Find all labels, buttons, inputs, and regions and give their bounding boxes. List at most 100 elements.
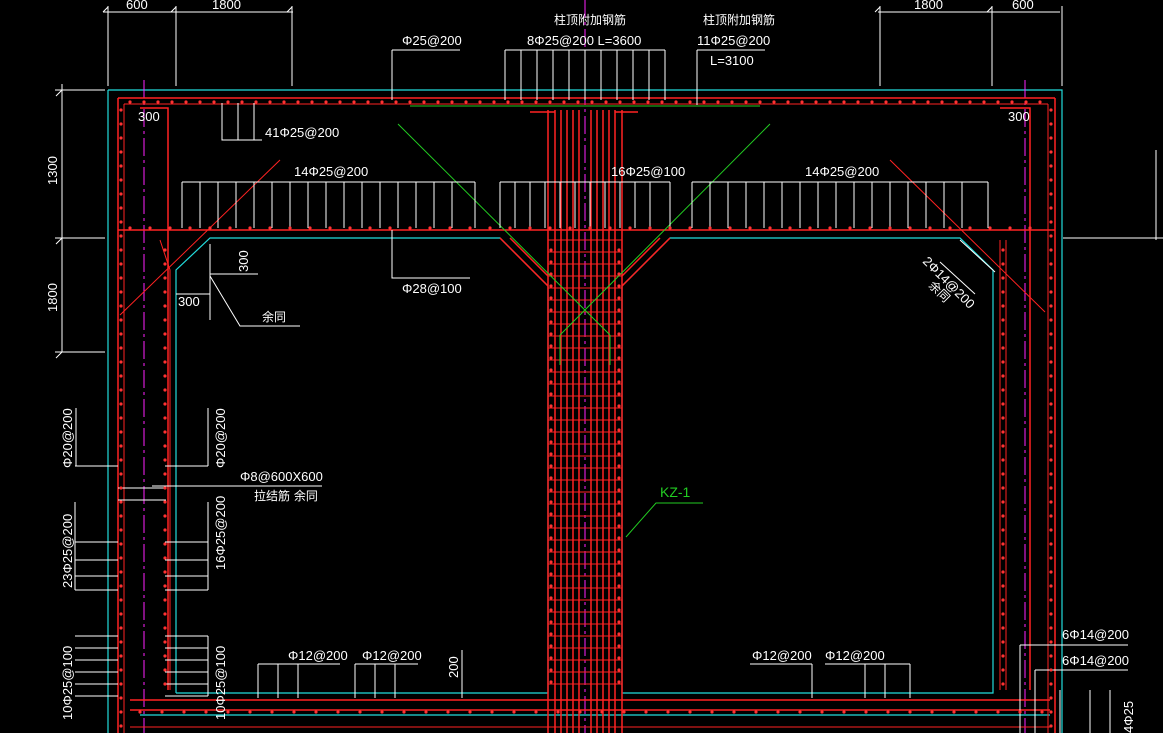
- rebar-dot: [617, 380, 621, 384]
- rebar-dot: [270, 710, 274, 714]
- rebar-dot: [732, 710, 736, 714]
- rebar-dot: [163, 654, 167, 658]
- rebar-dot: [617, 308, 621, 312]
- rebar-dot: [464, 100, 468, 104]
- rebar-dot: [119, 108, 123, 112]
- rebar-dot: [1001, 346, 1005, 350]
- rebar-dot: [748, 226, 752, 230]
- rebar-dot: [549, 332, 553, 336]
- rebar-dot: [1049, 360, 1053, 364]
- rebar-dot: [617, 572, 621, 576]
- rebar-dot: [119, 626, 123, 630]
- rebar-dot: [996, 710, 1000, 714]
- rebar-dot: [119, 654, 123, 658]
- note-right-edge: 4Φ25: [1121, 701, 1136, 733]
- dim-slab-200: 200: [446, 656, 461, 678]
- rebar-dot: [119, 416, 123, 420]
- rebar-dot: [908, 710, 912, 714]
- note-top-41: 41Φ25@200: [265, 125, 339, 140]
- rebar-dot: [163, 668, 167, 672]
- rebar-dot: [702, 100, 706, 104]
- rebar-dot: [549, 644, 553, 648]
- rebar-dot: [119, 458, 123, 462]
- rebar-dot: [226, 710, 230, 714]
- rebar-dot: [952, 710, 956, 714]
- rebar-dot: [119, 178, 123, 182]
- rebar-dot: [310, 100, 314, 104]
- rebar-dot: [1001, 444, 1005, 448]
- note-diag-label: 2Φ14@200: [920, 254, 978, 312]
- rebar-dot: [728, 226, 732, 230]
- rebar-dot: [1049, 458, 1053, 462]
- column-tag-kz-1[interactable]: KZ-1: [660, 484, 691, 500]
- rebar-dot: [119, 304, 123, 308]
- rebar-dot: [168, 226, 172, 230]
- rebar-dot: [1049, 248, 1053, 252]
- rebar-dot: [814, 100, 818, 104]
- rebar-dot: [160, 710, 164, 714]
- rebar-dot: [1001, 304, 1005, 308]
- rebar-dot: [617, 452, 621, 456]
- rebar-dot: [163, 626, 167, 630]
- rebar-dot: [648, 226, 652, 230]
- rebar-dot: [666, 710, 670, 714]
- rebar-dot: [660, 100, 664, 104]
- rebar-dot: [1049, 318, 1053, 322]
- rebar-dot: [163, 598, 167, 602]
- note-top-right-b: L=3100: [710, 53, 754, 68]
- rebar-dot: [138, 710, 142, 714]
- rebar-dot: [549, 584, 553, 588]
- note-mid-center: 16Φ25@100: [611, 164, 685, 179]
- rebar-dot: [617, 356, 621, 360]
- rebar-dot: [119, 430, 123, 434]
- rebar-dot: [1049, 332, 1053, 336]
- rebar-dot: [604, 100, 608, 104]
- rebar-dot: [549, 512, 553, 516]
- rebar-dot: [1001, 430, 1005, 434]
- rebar-dot: [492, 100, 496, 104]
- rebar-dot: [549, 656, 553, 660]
- rebar-dot: [163, 290, 167, 294]
- rebar-dot: [1001, 528, 1005, 532]
- rebar-dot: [468, 226, 472, 230]
- rebar-dot: [908, 226, 912, 230]
- rebar-dot: [808, 226, 812, 230]
- rebar-dot: [1049, 528, 1053, 532]
- rebar-dot: [163, 570, 167, 574]
- rebar-dot: [1049, 276, 1053, 280]
- rebar-dot: [549, 488, 553, 492]
- rebar-dot: [338, 100, 342, 104]
- rebar-dot: [520, 100, 524, 104]
- note-col-top-add-bar-1: 柱顶附加钢筋: [554, 12, 626, 27]
- dim-left-1300: 1300: [45, 156, 60, 185]
- rebar-dot: [119, 318, 123, 322]
- rebar-dot: [268, 100, 272, 104]
- rebar-dot: [549, 356, 553, 360]
- rebar-dot: [188, 226, 192, 230]
- rebar-dot: [1001, 360, 1005, 364]
- rebar-dot: [1040, 710, 1044, 714]
- rebar-dot: [912, 100, 916, 104]
- rebar-dot: [828, 100, 832, 104]
- note-mid-right: 14Φ25@200: [805, 164, 879, 179]
- rebar-dot: [119, 444, 123, 448]
- rebar-dot: [549, 464, 553, 468]
- rebar-dot: [380, 100, 384, 104]
- rebar-dot: [528, 226, 532, 230]
- note-wall-10b: 10Φ25@100: [213, 646, 228, 720]
- rebar-dot: [842, 710, 846, 714]
- rebar-dot: [1001, 262, 1005, 266]
- rebar-dot: [163, 248, 167, 252]
- rebar-dot: [254, 100, 258, 104]
- rebar-dot: [974, 710, 978, 714]
- rebar-dot: [1001, 640, 1005, 644]
- rebar-dot: [710, 710, 714, 714]
- rebar-dot: [163, 360, 167, 364]
- rebar-dot: [1049, 290, 1053, 294]
- rebar-dot: [618, 100, 622, 104]
- rebar-dot: [549, 680, 553, 684]
- dimension-lines: [55, 6, 1163, 359]
- rebar-dot: [163, 472, 167, 476]
- note-top-main: Φ25@200: [402, 33, 462, 48]
